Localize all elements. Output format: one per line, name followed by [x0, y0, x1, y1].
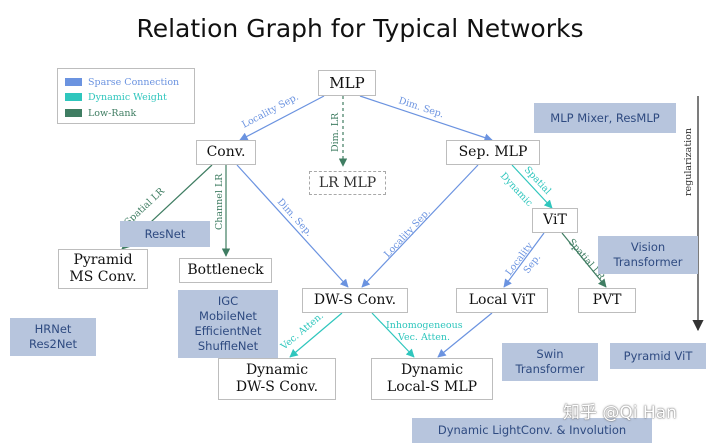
edge-localvit-dynlocal [437, 312, 493, 358]
node-dyn-dws-line2: DW-S Conv. [235, 379, 319, 395]
edge-mlp-sepmlp [359, 95, 493, 142]
node-mlp: MLP [318, 70, 376, 96]
edge-conv-dws [236, 164, 349, 288]
node-dws-conv-label: DW-S Conv. [313, 292, 397, 308]
callout-mlp-mixer: MLP Mixer, ResMLP [534, 103, 676, 133]
legend: Sparse Connection Dynamic Weight Low-Ran… [57, 68, 195, 124]
callout-igc-line4: ShuffleNet [197, 339, 259, 353]
edge-vit-pvt [561, 232, 607, 288]
legend-label-sparse: Sparse Connection [88, 76, 180, 88]
node-local-vit-label: Local ViT [468, 292, 536, 308]
node-pyramid-ms-conv: Pyramid MS Conv. [58, 249, 148, 289]
edge-vit-localvit [503, 232, 545, 288]
node-lr-mlp-label: LR MLP [318, 174, 377, 191]
node-conv-label: Conv. [206, 144, 246, 160]
node-conv: Conv. [196, 140, 256, 165]
page-title: Relation Graph for Typical Networks [136, 14, 584, 43]
node-vit-label: ViT [543, 212, 567, 228]
callout-dynamic-lightconv-text: Dynamic LightConv. & Involution [437, 423, 627, 437]
legend-item-sparse: Sparse Connection [65, 76, 179, 88]
edge-dws-dynlocal [371, 312, 415, 358]
node-sep-mlp-label: Sep. MLP [458, 144, 528, 160]
legend-label-dynamic: Dynamic Weight [88, 91, 167, 103]
node-bottleneck: Bottleneck [179, 258, 272, 283]
edge-label-inhomogeneous-2: Vec. Atten. [397, 332, 450, 343]
callout-hrnet: HRNet Res2Net [10, 318, 96, 356]
edge-sepmlp-vit [511, 164, 553, 209]
edge-label-locality-sep-2: Locality Sep. [382, 207, 433, 260]
callout-igc-line2: MobileNet [199, 309, 257, 323]
node-dyn-local-line2: Local-S MLP [386, 379, 478, 395]
callout-igc-line3: EfficientNet [194, 324, 262, 338]
callout-resnet: ResNet [120, 221, 210, 247]
legend-label-lowrank: Low-Rank [88, 107, 137, 119]
callout-swin-transformer: Swin Transformer [502, 343, 598, 381]
callout-vision-transformer: Vision Transformer [598, 236, 698, 274]
callout-mlp-mixer-text: MLP Mixer, ResMLP [550, 110, 660, 125]
node-dynamic-dws-conv: Dynamic DW-S Conv. [218, 358, 336, 400]
node-pvt-label: PVT [592, 292, 622, 308]
node-dyn-local-line1: Dynamic [400, 362, 464, 378]
node-dws-conv: DW-S Conv. [302, 288, 408, 313]
dynamic-swatch [65, 93, 82, 101]
node-local-vit: Local ViT [456, 288, 548, 313]
callout-igc-line1: IGC [217, 294, 239, 308]
callout-pyramid-vit: Pyramid ViT [610, 343, 706, 369]
node-pvt: PVT [578, 288, 636, 313]
callout-hrnet-line2: Res2Net [28, 337, 78, 351]
node-bottleneck-label: Bottleneck [187, 262, 264, 278]
node-dyn-dws-line1: Dynamic [245, 362, 309, 378]
node-mlp-label: MLP [329, 73, 365, 92]
callout-vision-line2: Transformer [613, 255, 683, 269]
regularization-label: regularization [683, 128, 694, 196]
node-lr-mlp: LR MLP [309, 171, 386, 195]
edge-label-dim-sep-2: Dim. Sep. [275, 197, 315, 239]
watermark: 知乎 @Qi Han [563, 403, 677, 423]
callout-swin-line1: Swin [536, 347, 564, 361]
node-sep-mlp: Sep. MLP [446, 140, 540, 165]
edge-dws-dyndws [289, 312, 343, 358]
node-dynamic-local-s-mlp: Dynamic Local-S MLP [371, 358, 493, 400]
edge-label-inhomogeneous-1: Inhomogeneous [386, 320, 463, 331]
node-vit: ViT [532, 208, 578, 233]
lowrank-swatch [65, 109, 82, 117]
callout-igc: IGC MobileNet EfficientNet ShuffleNet [178, 290, 278, 358]
edge-label-channel-lr: Channel LR [214, 173, 225, 230]
callout-swin-line2: Transformer [515, 362, 585, 376]
edge-sepmlp-dws [361, 164, 479, 288]
node-pyramid-line1: Pyramid [73, 252, 133, 268]
edge-label-dim-lr: Dim. LR [330, 112, 341, 152]
callout-pyramid-vit-text: Pyramid ViT [623, 348, 693, 363]
node-pyramid-line2: MS Conv. [69, 269, 137, 285]
edge-label-locality-sep-1: Locality Sep. [240, 92, 300, 131]
callout-dynamic-lightconv: Dynamic LightConv. & Involution [412, 418, 652, 443]
legend-item-lowrank: Low-Rank [65, 107, 136, 119]
sparse-swatch [65, 78, 82, 86]
callout-vision-line1: Vision [630, 240, 666, 254]
callout-hrnet-line1: HRNet [34, 322, 72, 336]
legend-item-dynamic: Dynamic Weight [65, 91, 167, 103]
callout-resnet-text: ResNet [144, 226, 186, 241]
edge-mlp-conv [239, 95, 325, 141]
